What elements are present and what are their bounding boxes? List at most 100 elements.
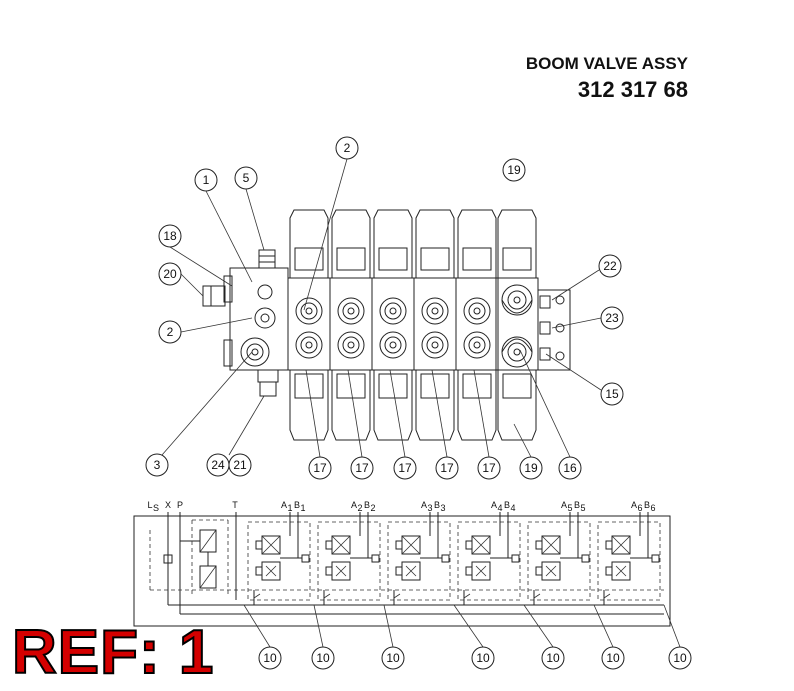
section-outline [247, 521, 311, 601]
section-bottom-cap [415, 369, 455, 441]
bottom-fitting [257, 369, 279, 383]
section-bottom-window [294, 373, 324, 399]
callout-circle [601, 646, 625, 670]
section-top-window [294, 247, 324, 271]
callout-circle [158, 262, 182, 286]
callout-bubble: 23 [600, 306, 624, 330]
work-section [455, 209, 499, 441]
end-plug [539, 295, 551, 309]
schematic-section [247, 512, 311, 605]
leader-line [169, 246, 233, 287]
leader-line [513, 423, 532, 458]
leader-line [161, 351, 253, 456]
callout-circle [541, 646, 565, 670]
callout-circle [600, 382, 624, 406]
leader-line [347, 369, 363, 458]
section-top-cap [373, 209, 413, 279]
work-section [495, 209, 539, 441]
section-outline [317, 521, 381, 601]
check-valve-symbol [301, 554, 310, 563]
port-label: A [351, 500, 357, 510]
port-label: S [153, 503, 159, 513]
port-label: 6 [650, 503, 655, 513]
callout-number: 10 [386, 651, 400, 665]
section-top-cap [415, 209, 455, 279]
section-bottom-cap [289, 369, 329, 441]
port-label: B [294, 500, 300, 510]
callout-bubble: 17 [393, 456, 417, 480]
port-label: L [147, 500, 152, 510]
callout-number: 17 [355, 461, 369, 475]
work-section [329, 209, 373, 441]
inlet-port-boss [223, 339, 233, 367]
callout-bubble: 19 [519, 456, 543, 480]
leader-lines [161, 158, 681, 648]
callout-circle [471, 646, 495, 670]
callout-circle [308, 456, 332, 480]
callout-bubble: 10 [668, 646, 692, 670]
callout-bubble: 21 [228, 453, 252, 477]
inlet-main-port [240, 337, 270, 367]
section-top-cap [497, 209, 537, 279]
inlet-port-boss [223, 275, 233, 303]
callout-bubble: 16 [558, 456, 582, 480]
callout-bubble: 10 [381, 646, 405, 670]
work-sections [287, 209, 539, 441]
callout-number: 17 [313, 461, 327, 475]
port-label: 4 [497, 503, 502, 513]
section-port [337, 331, 365, 359]
callout-number: 1 [203, 173, 210, 187]
work-section [371, 209, 415, 441]
callout-circle [145, 453, 169, 477]
port-label: A [631, 500, 637, 510]
section-outline [597, 521, 661, 601]
section-bottom-cap [497, 369, 537, 441]
schematic-section [527, 512, 591, 605]
leader-line [545, 353, 602, 391]
leader-line [389, 369, 406, 458]
section-port [337, 297, 365, 325]
section-port [501, 336, 533, 368]
callout-bubble: 10 [471, 646, 495, 670]
callout-bubble: 5 [234, 166, 258, 190]
port-label: P [177, 500, 183, 510]
callout-circle [234, 166, 258, 190]
callout-bubble: 17 [477, 456, 501, 480]
callout-circle [393, 456, 417, 480]
callout-circle [311, 646, 335, 670]
section-port [379, 297, 407, 325]
section-bottom-cap [373, 369, 413, 441]
leader-line [431, 369, 448, 458]
section-port [379, 331, 407, 359]
port-label: 4 [510, 503, 515, 513]
callout-bubble: 19 [502, 158, 526, 182]
callout-bubble: 10 [258, 646, 282, 670]
callout-circle [158, 224, 182, 248]
callout-bubble: 3 [145, 453, 169, 477]
callout-number: 2 [167, 325, 174, 339]
section-bottom-window [502, 373, 532, 399]
leader-line [305, 369, 321, 458]
callout-number: 5 [243, 171, 250, 185]
section-bottom-window [462, 373, 492, 399]
callout-circle [381, 646, 405, 670]
section-outline [387, 521, 451, 601]
callout-bubble: 18 [158, 224, 182, 248]
port-label: A [491, 500, 497, 510]
callout-circle [519, 456, 543, 480]
callout-bubble: 17 [308, 456, 332, 480]
callout-bubble: 10 [541, 646, 565, 670]
schematic-sections [247, 512, 661, 605]
check-valve-symbol [371, 554, 380, 563]
leader-line [243, 604, 271, 648]
valve-block-view [202, 209, 571, 441]
callout-number: 17 [482, 461, 496, 475]
section-port [421, 331, 449, 359]
check-valve-symbol [441, 554, 450, 563]
section-bottom-window [336, 373, 366, 399]
check-valve-symbol [651, 554, 660, 563]
leader-line [180, 273, 204, 297]
port-label: 3 [440, 503, 445, 513]
